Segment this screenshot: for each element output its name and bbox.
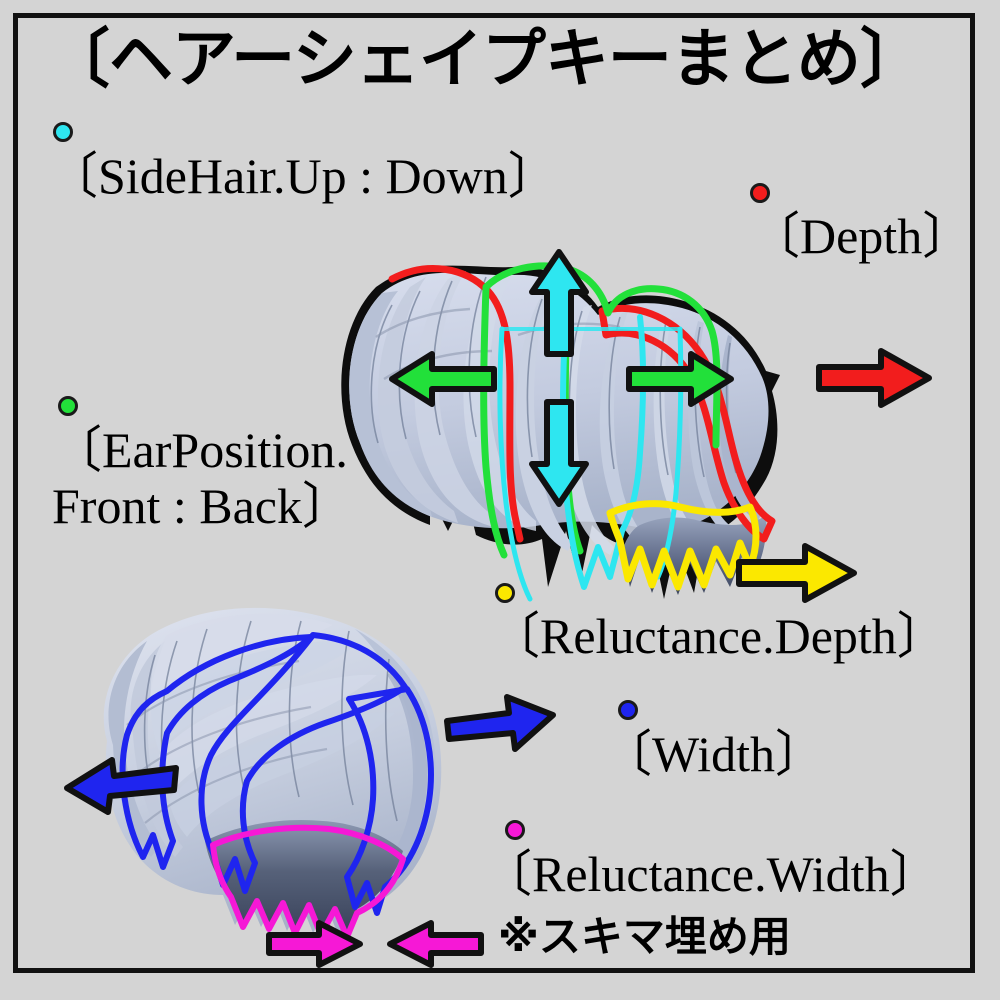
arrow-depth-right [815,345,935,411]
outline-reluctance-depth [606,500,760,591]
legend-dot-depth [750,183,770,203]
legend-label-width: 〔Width〕 [602,726,825,782]
arrow-width-left [62,750,180,820]
arrow-width-right [443,685,558,755]
gap-fill-note: ※スキマ埋め用 [498,912,791,961]
legend-label-depth: 〔Depth〕 [750,208,973,264]
arrow-reluctance-depth-right [735,540,860,606]
outline-depth-visible [388,265,524,543]
arrow-sidehair-up [526,248,592,358]
legend-dot-sidehair [53,122,73,142]
legend-label-earposition: 〔EarPosition. Front : Back〕 [52,422,352,534]
outline-width [119,634,314,870]
legend-dot-earposition [58,396,78,416]
arrow-sidehair-down [526,398,592,508]
arrow-earposition-right [625,348,735,410]
legend-dot-reluctance-depth [495,583,515,603]
legend-dot-reluctance-width [505,820,525,840]
legend-label-sidehair: 〔SideHair.Up : Down〕 [48,148,558,204]
outline-reluctance-width [210,824,406,940]
arrow-reluctance-width-left [385,918,485,970]
legend-label-reluctance-width: 〔Reluctance.Width〕 [482,846,940,902]
legend-dot-width [618,700,638,720]
legend-label-reluctance-depth: 〔Reluctance.Depth〕 [490,608,947,664]
arrow-earposition-left [388,348,498,410]
outline-width-right [344,686,434,916]
arrow-reluctance-width-right [265,918,365,970]
outline-sidehair-left [497,326,533,602]
page-title: 〔ヘアーシェイプキーまとめ〕 [46,23,924,97]
hair-illustration-bottom [55,595,495,950]
